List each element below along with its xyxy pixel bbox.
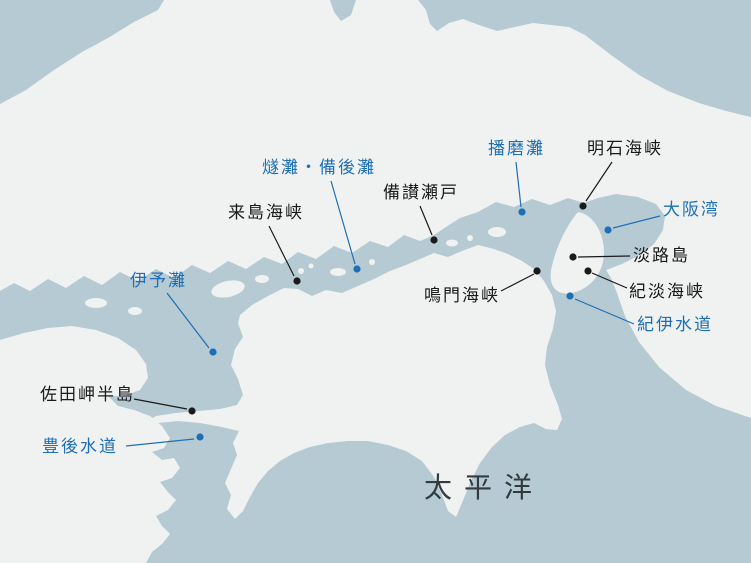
island: [211, 280, 245, 298]
island: [128, 307, 142, 315]
marker-dot-osaka-wan: [604, 226, 612, 234]
marker-dot-awaji-shima: [569, 253, 577, 261]
marker-dot-iyo-nada: [209, 348, 217, 356]
marker-dot-kitan-kaikyo: [584, 267, 592, 275]
marker-dot-kii-suido: [566, 292, 574, 300]
leader-line-bungo-suido: [125, 438, 195, 447]
shikoku-landmass: [148, 245, 562, 519]
island: [488, 227, 506, 237]
island: [369, 259, 375, 265]
marker-dot-akashi-kaikyo: [579, 202, 587, 210]
leader-lines-layer: [125, 161, 661, 447]
honshu-landmass: [0, 0, 751, 418]
seto-islands: [85, 227, 506, 315]
leader-line-kurushima-kaikyo: [268, 225, 295, 277]
island: [446, 239, 458, 247]
leader-line-hiuchi-bingo-nada: [330, 180, 356, 265]
leader-line-harima-nada: [515, 161, 522, 208]
island: [255, 275, 269, 283]
leader-line-iyo-nada: [166, 292, 210, 349]
kyushu-landmass: [0, 326, 180, 563]
island: [330, 268, 346, 276]
leader-line-naruto-kaikyo: [500, 273, 535, 292]
marker-dot-sadamisaki-hanto: [188, 407, 196, 415]
marker-dot-naruto-kaikyo: [533, 267, 541, 275]
leader-line-bisan-seto: [419, 205, 433, 236]
island: [85, 298, 107, 308]
marker-dot-hiuchi-bingo-nada: [353, 265, 361, 273]
marker-dot-bungo-suido: [196, 433, 204, 441]
island: [308, 263, 314, 269]
marker-dot-bisan-seto: [430, 236, 438, 244]
leader-line-kii-suido: [574, 298, 635, 325]
leader-line-awaji-shima: [577, 255, 631, 258]
marker-dot-kurushima-kaikyo: [293, 277, 301, 285]
leader-line-kitan-kaikyo: [591, 272, 628, 289]
leader-line-sadamisaki-hanto: [133, 398, 188, 410]
leader-line-akashi-kaikyo: [585, 161, 613, 202]
island: [467, 235, 473, 241]
marker-dot-harima-nada: [518, 208, 526, 216]
leader-line-osaka-wan: [612, 215, 661, 229]
island: [298, 268, 304, 274]
